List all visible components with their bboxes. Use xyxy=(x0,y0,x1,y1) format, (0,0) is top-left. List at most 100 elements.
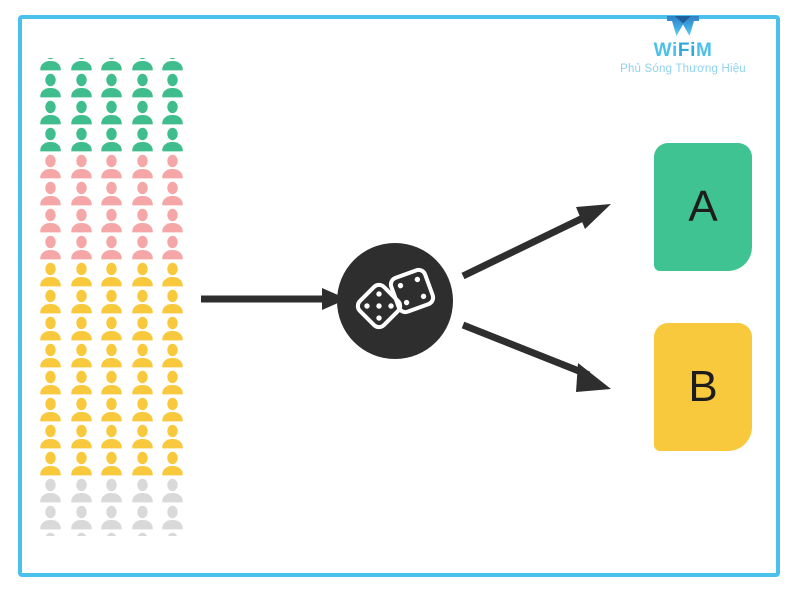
population-row xyxy=(40,180,183,207)
person-icon xyxy=(70,100,92,125)
person-icon xyxy=(131,58,153,71)
person-icon xyxy=(70,316,92,341)
person-icon xyxy=(101,370,122,395)
person-icon xyxy=(131,181,153,206)
population-row xyxy=(40,315,183,342)
person-icon xyxy=(101,505,122,530)
person-icon xyxy=(162,505,183,530)
person-icon xyxy=(101,343,122,368)
population-row xyxy=(40,288,183,315)
person-icon xyxy=(70,235,92,260)
person-icon xyxy=(167,532,178,536)
person-icon xyxy=(101,424,122,449)
person-icon xyxy=(101,73,122,98)
person-icon xyxy=(131,208,153,233)
population-row xyxy=(40,531,183,536)
person-icon xyxy=(40,262,61,287)
person-icon xyxy=(101,154,122,179)
randomizer-dice-node[interactable] xyxy=(337,243,453,359)
person-icon xyxy=(162,181,183,206)
person-icon xyxy=(162,235,183,260)
person-icon xyxy=(101,181,122,206)
outcome-box-a[interactable]: A xyxy=(654,143,752,271)
person-icon xyxy=(162,424,183,449)
person-icon xyxy=(40,208,61,233)
population-row xyxy=(40,504,183,531)
person-icon xyxy=(70,505,92,530)
person-icon xyxy=(70,289,92,314)
population-row xyxy=(40,58,183,72)
person-icon xyxy=(40,58,61,71)
person-icon xyxy=(101,316,122,341)
person-icon xyxy=(101,235,122,260)
person-icon xyxy=(40,235,61,260)
person-icon xyxy=(70,451,92,476)
person-icon xyxy=(101,397,122,422)
person-icon xyxy=(162,262,183,287)
person-icon xyxy=(162,73,183,98)
person-icon xyxy=(131,262,153,287)
person-icon xyxy=(162,100,183,125)
person-icon xyxy=(131,154,153,179)
population-row xyxy=(40,234,183,261)
population-row xyxy=(40,369,183,396)
person-icon xyxy=(70,208,92,233)
person-icon xyxy=(131,343,153,368)
person-icon xyxy=(40,478,61,503)
person-icon xyxy=(70,343,92,368)
person-icon xyxy=(70,58,92,71)
person-icon xyxy=(162,127,183,152)
brand-name-mid: Fi xyxy=(677,40,696,61)
person-icon xyxy=(70,370,92,395)
person-icon xyxy=(131,100,153,125)
person-icon xyxy=(70,154,92,179)
population-row xyxy=(40,342,183,369)
brand-tagline: Phủ Sóng Thương Hiệu xyxy=(620,63,746,75)
person-icon xyxy=(40,343,61,368)
dice-icon xyxy=(355,267,436,330)
person-icon xyxy=(70,397,92,422)
person-icon xyxy=(131,397,153,422)
person-icon xyxy=(101,208,122,233)
person-icon xyxy=(70,478,92,503)
person-icon xyxy=(131,127,153,152)
population-row xyxy=(40,396,183,423)
person-icon xyxy=(162,478,183,503)
brand-name: WiFiM xyxy=(588,41,778,61)
person-icon xyxy=(131,235,153,260)
person-icon xyxy=(40,289,61,314)
person-icon xyxy=(131,316,153,341)
person-icon xyxy=(131,478,153,503)
person-icon xyxy=(131,73,153,98)
person-icon xyxy=(131,289,153,314)
person-icon xyxy=(101,478,122,503)
person-icon xyxy=(162,343,183,368)
person-icon xyxy=(101,451,122,476)
outcome-box-b[interactable]: B xyxy=(654,323,752,451)
person-icon xyxy=(40,73,61,98)
person-icon xyxy=(70,127,92,152)
person-icon xyxy=(76,532,86,536)
person-icon xyxy=(162,370,183,395)
brand-logo-block: WiFiM Phủ Sóng Thương Hiệu xyxy=(588,14,778,76)
person-icon xyxy=(40,424,61,449)
person-icon xyxy=(106,532,117,536)
person-icon xyxy=(101,289,122,314)
person-icon xyxy=(40,505,61,530)
person-icon xyxy=(70,181,92,206)
person-icon xyxy=(131,451,153,476)
population-pictogram xyxy=(40,58,183,536)
person-icon xyxy=(40,370,61,395)
person-icon xyxy=(40,397,61,422)
person-icon xyxy=(40,181,61,206)
person-icon xyxy=(162,316,183,341)
population-row xyxy=(40,423,183,450)
person-icon xyxy=(101,262,122,287)
person-icon xyxy=(131,370,153,395)
person-icon xyxy=(162,208,183,233)
person-icon xyxy=(101,127,122,152)
person-icon xyxy=(162,451,183,476)
person-icon xyxy=(40,451,61,476)
person-icon xyxy=(162,58,183,71)
person-icon xyxy=(40,154,61,179)
